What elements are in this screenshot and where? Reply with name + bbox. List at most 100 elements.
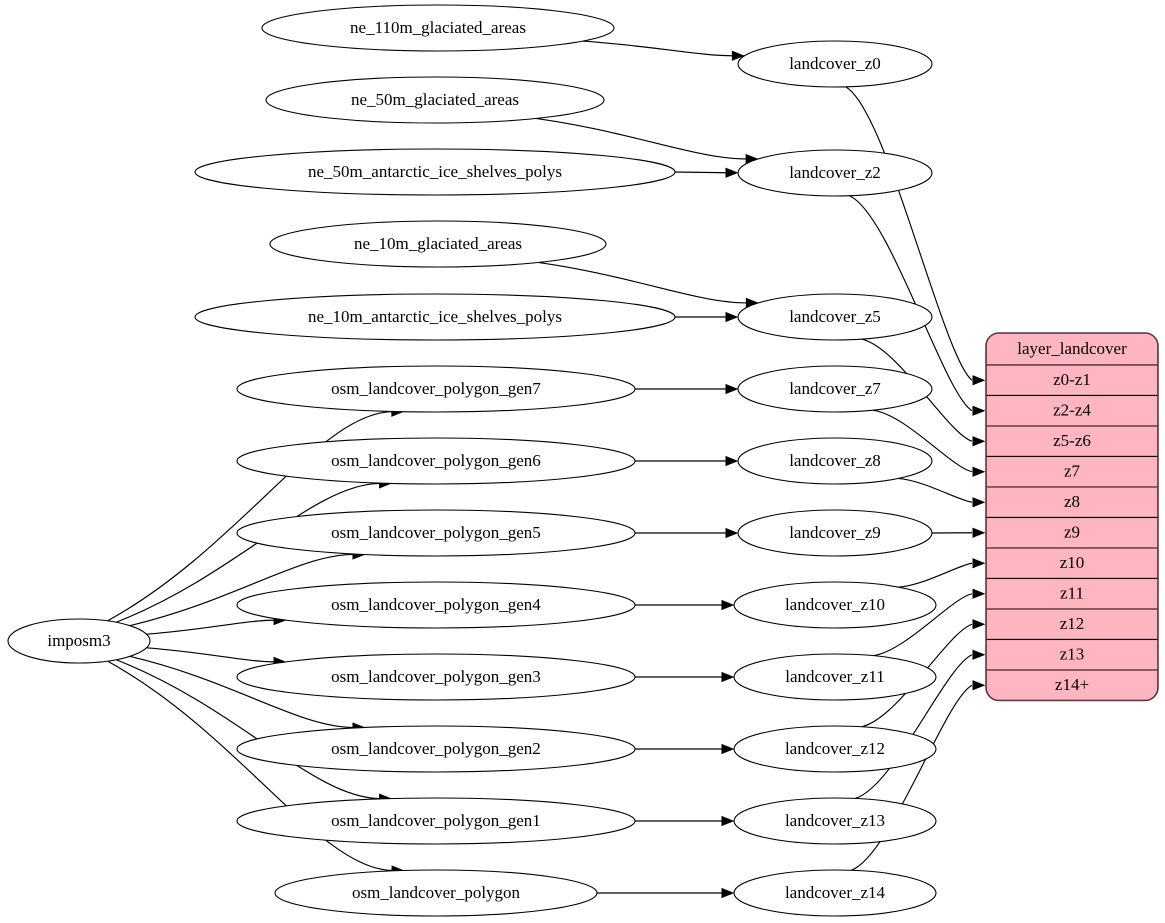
edge-arrowhead [731, 50, 745, 61]
edge-arrowhead [725, 383, 739, 395]
node-landcover_z12[interactable]: landcover_z12 [733, 725, 937, 773]
node-label: landcover_z5 [789, 307, 881, 326]
node-label: landcover_z14 [785, 883, 886, 902]
table-row-label: z11 [1060, 584, 1084, 603]
node-label: ne_50m_glaciated_areas [351, 90, 519, 109]
node-shape [236, 725, 636, 773]
node-ne_50m_antarctic_ice_shelves_polys[interactable]: ne_50m_antarctic_ice_shelves_polys [194, 148, 676, 196]
table-row-z13[interactable] [986, 638, 1158, 671]
node-landcover_z13[interactable]: landcover_z13 [733, 797, 937, 845]
node-shape [737, 149, 933, 197]
node-osm_landcover_polygon_gen3[interactable]: osm_landcover_polygon_gen3 [236, 653, 636, 701]
node-label: osm_landcover_polygon_gen1 [331, 811, 541, 830]
edge-ne_10m_glaciated_areas-to-landcover_z5 [538, 261, 748, 304]
node-landcover_z14[interactable]: landcover_z14 [733, 869, 937, 917]
node-label: landcover_z10 [785, 595, 885, 614]
edge-arrowhead [725, 311, 739, 323]
node-shape [274, 869, 598, 917]
node-shape [236, 509, 636, 557]
node-landcover_z11[interactable]: landcover_z11 [733, 653, 937, 701]
table-row-z9[interactable] [986, 516, 1158, 549]
node-landcover_z0[interactable]: landcover_z0 [737, 40, 933, 88]
node-ne_10m_antarctic_ice_shelves_polys[interactable]: ne_10m_antarctic_ice_shelves_polys [194, 293, 676, 341]
node-shape [733, 797, 937, 845]
node-osm_landcover_polygon_gen1[interactable]: osm_landcover_polygon_gen1 [236, 797, 636, 845]
node-landcover_z5[interactable]: landcover_z5 [737, 293, 933, 341]
table-row-z10[interactable] [986, 547, 1158, 580]
edge-arrowhead [725, 527, 739, 539]
table-row-z12[interactable] [986, 608, 1158, 641]
table-row-z0-z1[interactable] [986, 364, 1158, 397]
node-shape [733, 869, 937, 917]
table-body: layer_landcoverz0-z1z2-z4z5-z6z7z8z9z10z… [986, 333, 1158, 701]
node-label: ne_10m_glaciated_areas [354, 234, 522, 253]
node-osm_landcover_polygon_gen5[interactable]: osm_landcover_polygon_gen5 [236, 509, 636, 557]
edge-arrowhead [725, 167, 739, 178]
node-shape [194, 148, 676, 196]
node-shape [194, 293, 676, 341]
table-header-label: layer_landcover [1017, 339, 1127, 358]
node-shape [737, 365, 933, 413]
edge-arrowhead [972, 466, 986, 477]
edge-arrowhead [972, 375, 986, 386]
edge-ne_110m_glaciated_areas-to-landcover_z0 [582, 40, 734, 57]
node-shape [269, 220, 607, 268]
edge-arrowhead [725, 455, 739, 467]
node-label: osm_landcover_polygon_gen5 [331, 523, 541, 542]
edge-landcover_z8-to-z8 [898, 477, 973, 503]
table-row-z14+[interactable] [986, 669, 1158, 701]
table-row-label: z12 [1060, 614, 1085, 633]
node-osm_landcover_polygon_gen4[interactable]: osm_landcover_polygon_gen4 [236, 581, 636, 629]
node-landcover_z2[interactable]: landcover_z2 [737, 149, 933, 197]
edge-landcover_z13-to-z13 [855, 654, 973, 800]
table-row-z5-z6[interactable] [986, 425, 1158, 458]
edge-imposm3-to-osm_landcover_polygon_gen7 [107, 411, 393, 622]
edge-ne_50m_glaciated_areas-to-landcover_z2 [535, 117, 748, 160]
table-row-label: z10 [1060, 553, 1085, 572]
node-label: landcover_z0 [789, 54, 881, 73]
table-row-label: z7 [1064, 462, 1081, 481]
node-label: osm_landcover_polygon_gen4 [331, 595, 541, 614]
node-ne_110m_glaciated_areas[interactable]: ne_110m_glaciated_areas [261, 4, 615, 52]
node-shape [236, 437, 636, 485]
table-row-z11[interactable] [986, 577, 1158, 610]
edge-arrowhead [972, 436, 986, 447]
node-landcover_z8[interactable]: landcover_z8 [737, 437, 933, 485]
node-landcover_z9[interactable]: landcover_z9 [737, 509, 933, 557]
node-label: imposm3 [47, 631, 110, 650]
node-label: osm_landcover_polygon [352, 883, 521, 902]
node-shape [737, 293, 933, 341]
node-ne_10m_glaciated_areas[interactable]: ne_10m_glaciated_areas [269, 220, 607, 268]
table-row-z7[interactable] [986, 455, 1158, 488]
node-osm_landcover_polygon[interactable]: osm_landcover_polygon [274, 869, 598, 917]
node-imposm3[interactable]: imposm3 [7, 618, 151, 664]
node-landcover_z10[interactable]: landcover_z10 [733, 581, 937, 629]
edge-arrowhead [972, 527, 986, 538]
node-shape [265, 76, 605, 124]
table-row-label: z0-z1 [1053, 370, 1091, 389]
edge-landcover_z14-to-z14+ [851, 684, 973, 871]
node-landcover_z7[interactable]: landcover_z7 [737, 365, 933, 413]
node-shape [7, 618, 151, 664]
table-row-label: z2-z4 [1053, 401, 1091, 420]
node-ne_50m_glaciated_areas[interactable]: ne_50m_glaciated_areas [265, 76, 605, 124]
node-label: landcover_z2 [789, 163, 881, 182]
node-osm_landcover_polygon_gen2[interactable]: osm_landcover_polygon_gen2 [236, 725, 636, 773]
edge-landcover_z0-to-z0-z1 [845, 86, 973, 381]
edge-ne_50m_antarctic_ice_shelves_polys-to-landcover_z2 [674, 171, 728, 174]
node-osm_landcover_polygon_gen7[interactable]: osm_landcover_polygon_gen7 [236, 365, 636, 413]
edge-imposm3-to-osm_landcover_polygon_gen3 [146, 647, 276, 663]
node-osm_landcover_polygon_gen6[interactable]: osm_landcover_polygon_gen6 [236, 437, 636, 485]
node-shape [733, 653, 937, 701]
edge-arrowhead [721, 887, 735, 899]
node-label: osm_landcover_polygon_gen3 [331, 667, 541, 686]
table-row-label: z13 [1060, 645, 1085, 664]
node-label: osm_landcover_polygon_gen6 [331, 451, 541, 470]
edge-landcover_z11-to-z11 [873, 593, 973, 657]
edge-arrowhead [721, 599, 735, 611]
edge-imposm3-to-osm_landcover_polygon_gen5 [129, 553, 354, 627]
edge-arrowhead [972, 405, 986, 416]
node-shape [236, 797, 636, 845]
